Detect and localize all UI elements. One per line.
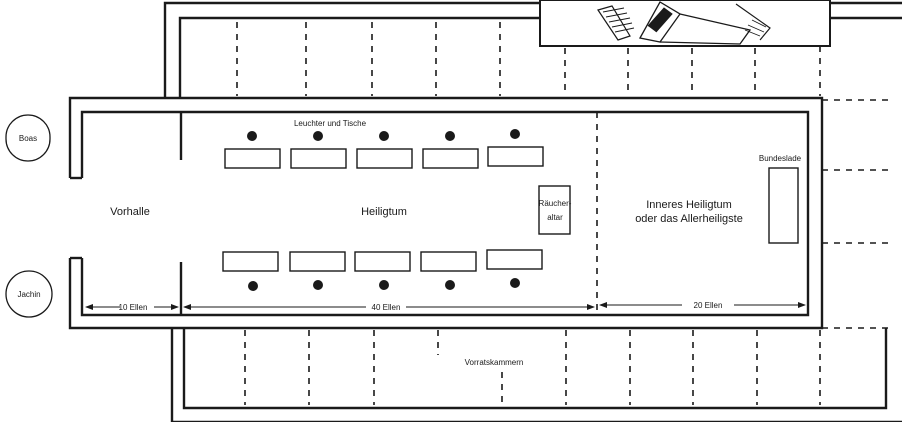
room-label-heiligtum: Heiligtum bbox=[361, 206, 407, 218]
room-label-inneres-line2: oder das Allerheiligste bbox=[635, 213, 743, 225]
svg-text:Jachin: Jachin bbox=[17, 290, 40, 299]
lampstands-top bbox=[247, 129, 520, 141]
dimension-heiligtum: 40 Ellen bbox=[183, 303, 595, 312]
outer-storage-wall-top bbox=[163, 1, 902, 98]
svg-text:Räucher-: Räucher- bbox=[539, 199, 572, 208]
pillar-boas: Boas bbox=[5, 114, 51, 162]
svg-text:Bundeslade: Bundeslade bbox=[759, 154, 802, 163]
svg-text:altar: altar bbox=[547, 213, 563, 222]
svg-text:Boas: Boas bbox=[19, 134, 37, 143]
tables-top bbox=[224, 146, 544, 169]
storage-dividers-right bbox=[822, 99, 892, 329]
svg-text:40 Ellen: 40 Ellen bbox=[372, 303, 401, 312]
room-label-inneres-line1: Inneres Heiligtum bbox=[646, 199, 732, 211]
storage-dividers-bottom bbox=[244, 330, 821, 405]
svg-text:10 Ellen: 10 Ellen bbox=[119, 303, 148, 312]
pillar-jachin: Jachin bbox=[5, 270, 53, 318]
lampstands-bottom bbox=[248, 278, 520, 291]
label-vorratskammern: Vorratskammern bbox=[465, 358, 524, 367]
ark-of-covenant: Bundeslade bbox=[759, 154, 802, 244]
tables-bottom bbox=[222, 249, 543, 272]
outer-storage-wall-bottom bbox=[170, 328, 902, 422]
storage-dividers-top bbox=[236, 22, 821, 96]
svg-text:20 Ellen: 20 Ellen bbox=[694, 301, 723, 310]
staircase-illustration bbox=[539, 0, 831, 47]
label-leuchter-tische: Leuchter und Tische bbox=[294, 119, 367, 128]
dimension-allerheiligste: 20 Ellen bbox=[599, 301, 806, 310]
room-label-vorhalle: Vorhalle bbox=[110, 206, 150, 218]
incense-altar: Räucher- altar bbox=[538, 185, 572, 235]
dimension-vorhalle: 10 Ellen bbox=[85, 303, 179, 312]
temple-walls bbox=[68, 96, 824, 330]
